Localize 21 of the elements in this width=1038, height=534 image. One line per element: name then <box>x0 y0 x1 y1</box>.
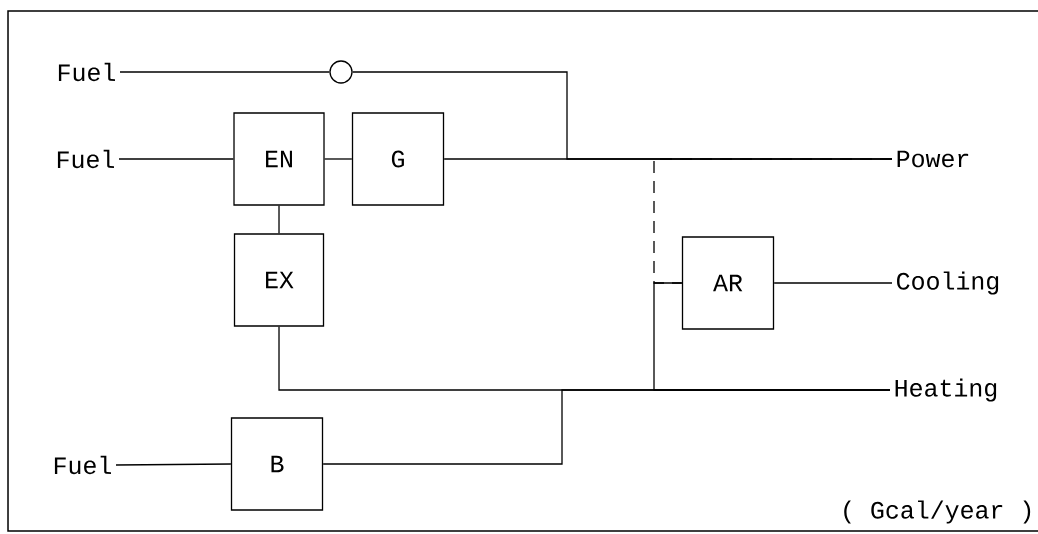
process-box: AR <box>681 236 775 330</box>
process-box: EN <box>233 112 325 206</box>
flow-line <box>324 158 353 160</box>
output-label: Heating <box>895 378 997 402</box>
unit-note: ( Gcal/year ) <box>844 500 1031 524</box>
input-label: Fuel <box>58 62 115 82</box>
dashed-line <box>653 158 893 284</box>
input-label: Fuel <box>57 149 114 169</box>
flow-line <box>118 158 234 160</box>
valve-circle <box>329 60 353 84</box>
process-box: B <box>230 417 324 511</box>
flow-line <box>773 282 893 284</box>
flow-line <box>119 71 330 73</box>
flow-line <box>322 389 891 465</box>
process-box: G <box>351 112 445 206</box>
output-label: Power <box>897 150 969 168</box>
output-label: Cooling <box>897 271 999 295</box>
process-box: EX <box>233 233 325 327</box>
flow-line <box>278 205 280 234</box>
flow-line <box>115 463 232 466</box>
input-label: Fuel <box>54 455 111 475</box>
